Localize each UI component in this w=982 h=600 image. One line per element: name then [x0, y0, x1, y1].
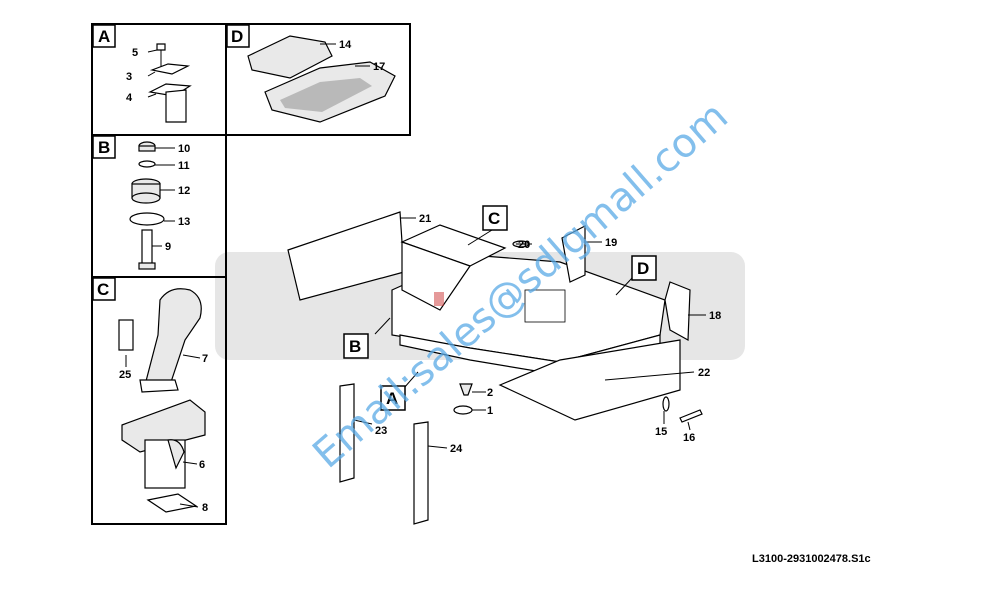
ref-box-c: C: [488, 209, 500, 228]
callout-18: 18: [709, 310, 721, 322]
callout-23: 23: [375, 425, 387, 437]
panel-a-parts: [147, 43, 192, 123]
callout-16: 16: [683, 432, 695, 444]
callout-21: 21: [419, 213, 431, 225]
panel-a-letter: A: [98, 27, 110, 46]
ref-box-a: A: [386, 389, 398, 408]
callout-c-8: 8: [202, 502, 208, 514]
panel-c-letter: C: [97, 280, 109, 299]
callout-b-9: 9: [165, 241, 171, 253]
callout-b-10: 10: [178, 143, 190, 155]
panel-d-parts: [247, 35, 396, 123]
callout-24: 24: [450, 443, 463, 455]
main-assembly: [287, 211, 706, 525]
drawing-reference: L3100-2931002478.S1c: [752, 553, 871, 565]
callout-15: 15: [655, 426, 667, 438]
ref-box-d: D: [637, 259, 649, 278]
callout-b-11: 11: [178, 160, 190, 172]
callout-c-6: 6: [199, 459, 205, 471]
callout-2: 2: [487, 387, 493, 399]
callout-d-17: 17: [373, 61, 385, 73]
callout-b-13: 13: [178, 216, 190, 228]
callout-b-12: 12: [178, 185, 190, 197]
callout-a-5: 5: [132, 47, 138, 59]
panel-c-parts: [118, 288, 206, 513]
ref-box-b: B: [349, 337, 361, 356]
callout-c-25: 25: [119, 369, 131, 381]
panel-b-letter: B: [98, 138, 110, 157]
callout-d-14: 14: [339, 39, 352, 51]
panel-d-letter: D: [231, 27, 243, 46]
panel-b-parts: [129, 141, 175, 270]
panel-c-frame: [91, 276, 227, 525]
callout-20: 20: [518, 239, 530, 251]
callout-a-4: 4: [126, 92, 133, 104]
callout-19: 19: [605, 237, 617, 249]
callout-c-7: 7: [202, 353, 208, 365]
panel-d-frame: [225, 23, 411, 136]
callout-a-3: 3: [126, 71, 132, 83]
callout-1: 1: [487, 405, 493, 417]
callout-22: 22: [698, 367, 710, 379]
